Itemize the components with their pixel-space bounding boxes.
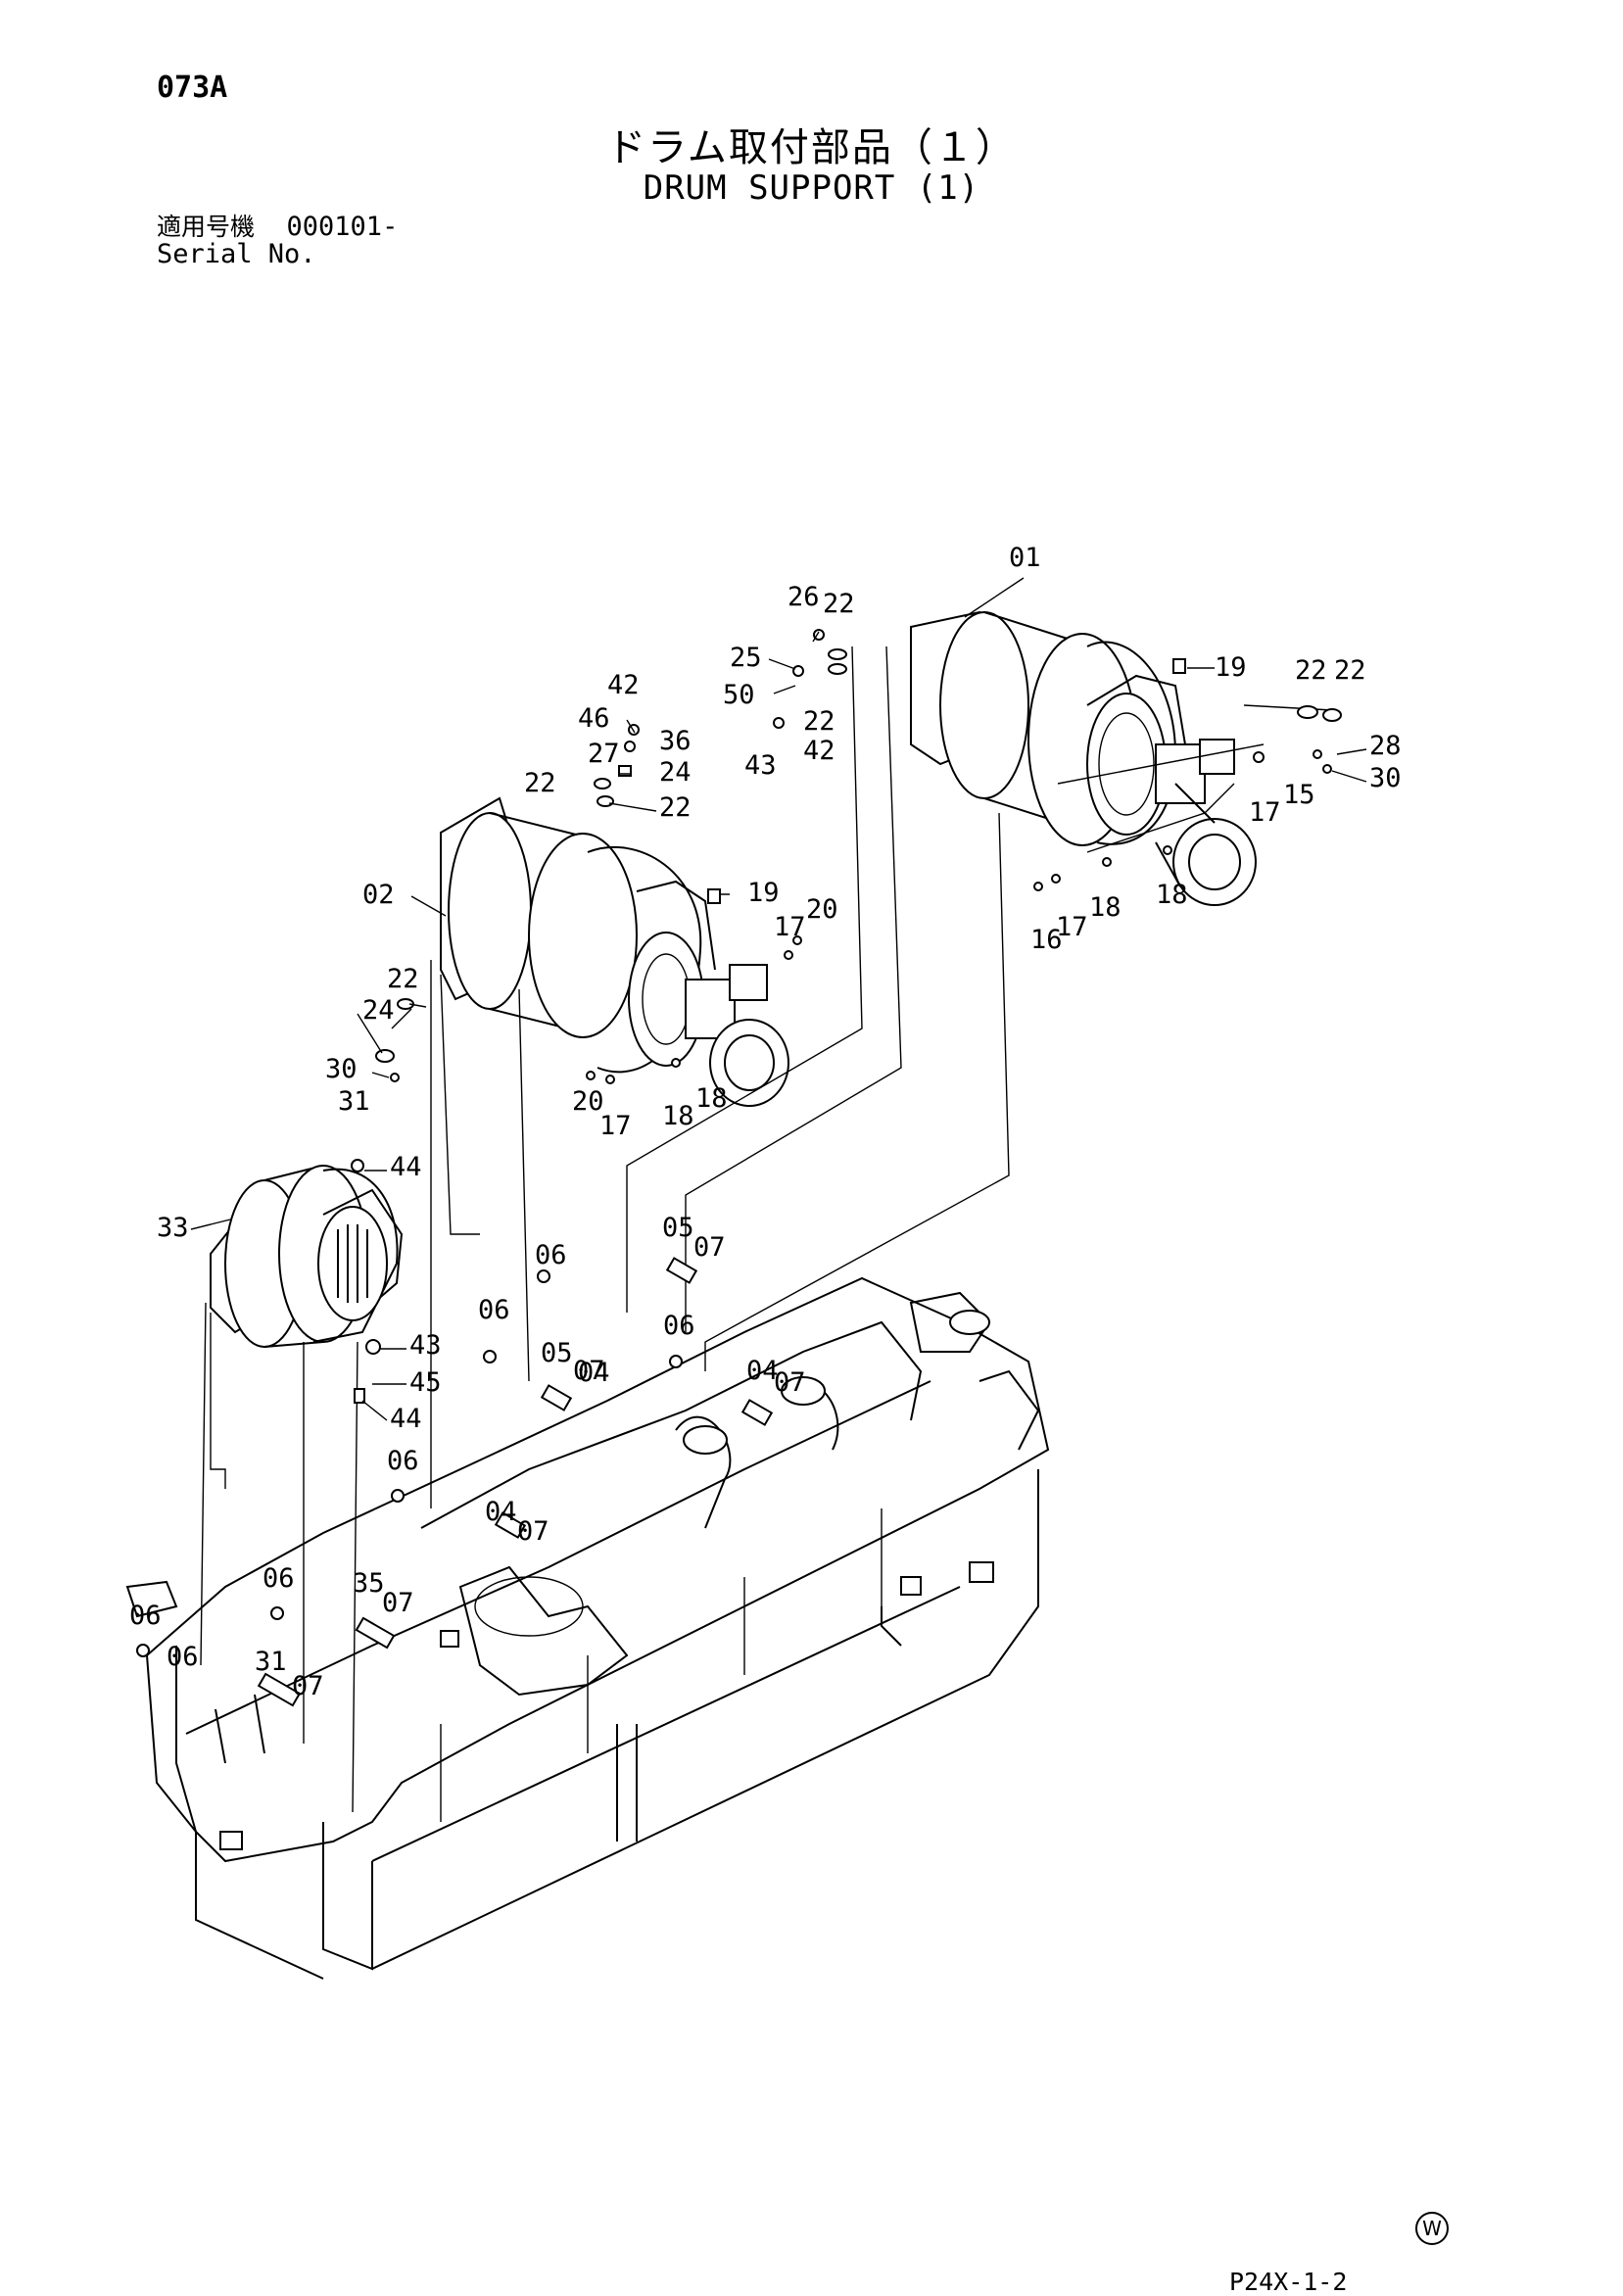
callout-17: 17 [599,1111,632,1141]
callout-30: 28 [1369,731,1402,761]
leader-lines [190,577,1333,1813]
callout-22: 22 [387,964,419,994]
title-japanese: ドラム取付部品（１） [606,125,1017,170]
hardware-parts [136,629,1342,1707]
callout-17: 17 [774,912,806,942]
callout-31: 31 [338,1086,370,1117]
callout-07: 07 [774,1367,806,1398]
callout-25: 24 [659,757,692,788]
callout-22: 22 [823,589,855,619]
drum-01 [910,610,1257,906]
callout-04: 04 [578,1358,610,1388]
callout-06: 06 [129,1601,162,1631]
callout-06: 06 [387,1446,419,1476]
callout-27: 26 [788,582,820,612]
callout-17: 17 [1056,912,1088,942]
callout-43: 43 [744,750,777,781]
callout-16: 16 [1030,925,1063,955]
callout-28: 27 [588,739,620,769]
serial-label-en: Serial No. [157,239,316,269]
callout-18: 18 [695,1083,728,1114]
callout-06: 06 [167,1642,199,1672]
callout-19: 19 [1215,652,1247,683]
drum-02 [440,796,789,1107]
callout-22: 22 [659,792,692,823]
callout-20: 20 [806,894,838,925]
callout-24: 22 [1334,655,1366,686]
title-english: DRUM SUPPORT (1) [643,168,980,208]
callout-07: 07 [292,1671,324,1701]
callout-01: 01 [1009,543,1041,573]
callout-02: 02 [362,880,395,910]
callout-36: 35 [353,1568,385,1599]
callout-06: 06 [478,1295,510,1325]
callout-06: 06 [535,1240,567,1270]
serial-label-jp: 適用号機 [157,213,256,241]
callout-30: 30 [325,1054,358,1084]
callout-50: 50 [723,680,755,710]
callout-19: 19 [747,878,780,908]
callout-06: 06 [663,1311,695,1341]
callout-07: 07 [517,1516,549,1547]
base-frame [125,1276,1050,1980]
callout-04: 04 [485,1497,517,1527]
callout-07: 07 [382,1588,414,1618]
callout-42: 36 [659,726,692,756]
w-mark-icon: W [1415,2212,1449,2245]
callout-07: 07 [573,1356,605,1386]
callout-24: 24 [362,995,395,1026]
page-reference: P24X-1-2 [1229,2268,1348,2296]
callout-22: 22 [1295,655,1327,686]
callout-15: 15 [1283,780,1315,810]
callout-42: 42 [803,736,835,766]
callout-26: 25 [730,643,762,673]
callout-20: 20 [572,1086,604,1117]
callout-04: 04 [746,1356,779,1386]
callout-18: 18 [1156,880,1188,910]
callout-07: 07 [693,1232,726,1263]
callout-18: 18 [662,1101,694,1131]
page-code: 073A [157,71,228,105]
callout-17: 17 [1249,797,1281,828]
callout-50: 46 [578,703,610,734]
label-leaders [190,631,1367,1421]
callout-06: 06 [263,1563,295,1594]
callout-44: 43 [409,1330,442,1361]
callout-33: 33 [157,1213,189,1243]
callout-18: 18 [1089,892,1122,923]
callout-05: 05 [541,1338,573,1368]
callout-labels: 01 02 33 04 04 04 05 05 06 06 06 06 06 0… [129,543,1402,1701]
callout-05: 05 [662,1213,694,1243]
serial-value: 000101- [286,212,399,242]
callout-31: 30 [1369,763,1402,793]
callout-35: 31 [255,1647,287,1677]
callout-22: 22 [803,706,835,737]
drum-33 [210,1165,404,1348]
serial-block: 適用号機 000101- Serial No. [157,214,398,268]
callout-44: 44 [390,1404,422,1434]
callout-43: 42 [607,670,640,700]
callout-22: 22 [524,768,556,798]
callout-46: 45 [409,1367,442,1398]
callout-45: 44 [390,1152,422,1182]
